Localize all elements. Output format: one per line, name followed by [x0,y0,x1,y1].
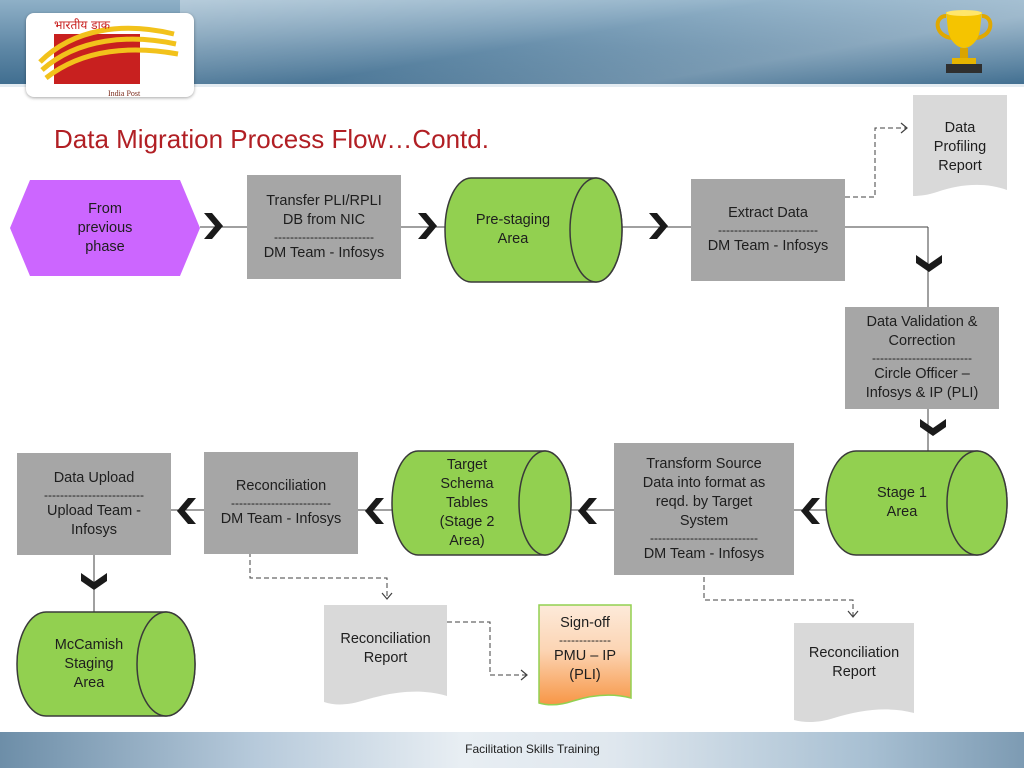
india-post-logo-emblem [38,25,179,84]
signoff-document [538,604,632,706]
logo-name: India Post [108,89,141,98]
slide-title: Data Migration Process Flow…Contd. [54,124,489,154]
chevron-down-icon [920,419,946,436]
reconciliation-label: Reconciliation -------------------------… [220,478,342,527]
transfer-process-box [247,175,401,279]
chevron-down-icon [916,255,942,272]
chevron-left-icon [177,498,196,524]
chevron-right-icon [204,213,223,239]
footer-text: Facilitation Skills Training [465,742,600,756]
recon-report-document [324,605,447,705]
chevron-right-icon [418,213,437,239]
header-banner-highlight [180,0,1024,86]
logo-hindi-text: भारतीय डाक [54,18,110,32]
extract-process-box [691,179,845,281]
validation-process-box [845,307,999,409]
chevron-right-icon [649,213,668,239]
chevron-left-icon [365,498,384,524]
transform-report-document [794,623,914,723]
chevron-left-icon [801,498,820,524]
mccamish-cylinder [16,611,196,717]
trophy-icon [935,10,993,73]
validation-label: Data Validation &Correction ------------… [865,314,979,401]
transform-process-box [614,443,794,575]
profiling-report-document [913,95,1007,196]
chevron-left-icon [578,498,597,524]
signoff-label: Sign-off ------------- PMU – IP(PLI) [553,614,617,683]
prestaging-cylinder [444,177,623,283]
target-schema-cylinder [391,450,572,556]
start-hexagon [10,180,200,276]
upload-label: Data Upload ------------------------- Up… [44,469,144,538]
upload-process-box [17,453,171,555]
chevron-down-icon [81,573,107,590]
stage1-cylinder [825,450,1008,556]
footer-banner [0,732,1024,768]
reconciliation-process-box [204,452,358,554]
header-divider [0,84,1024,87]
extract-label: Extract Data ------------------------- D… [707,205,829,254]
